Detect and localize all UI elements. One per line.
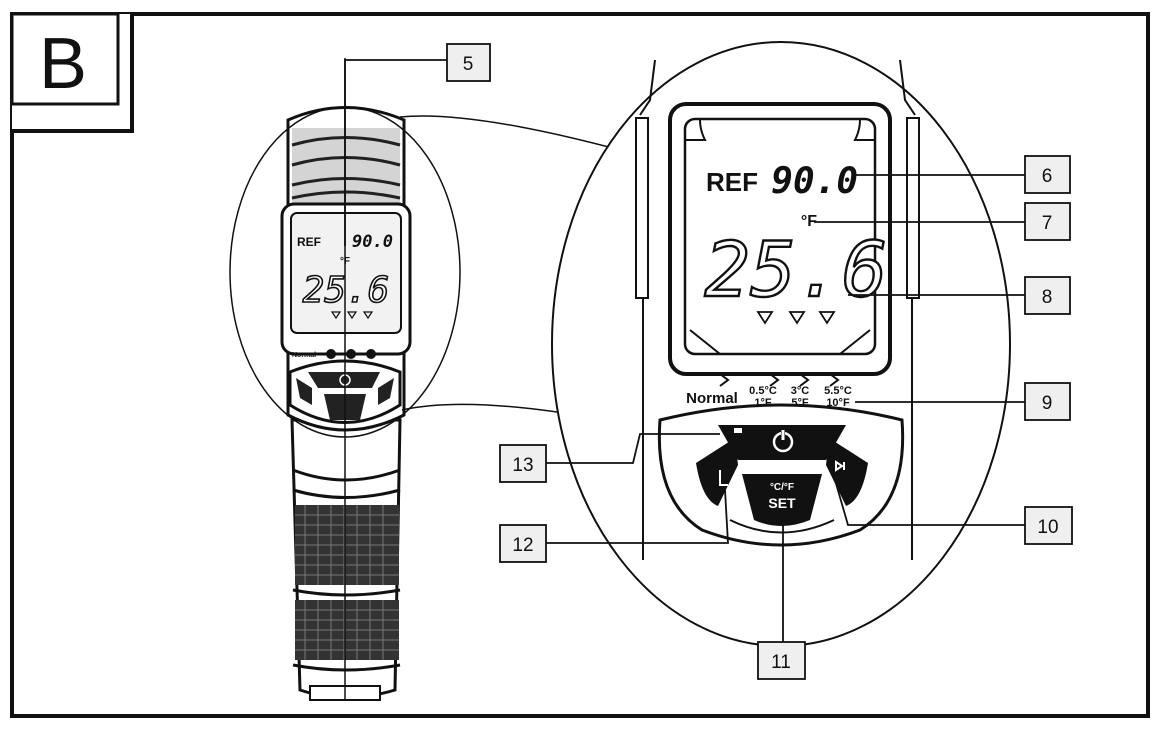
- set-label: SET: [768, 495, 796, 511]
- small-mode-labels: Normal: [292, 349, 376, 359]
- svg-text:9: 9: [1042, 393, 1053, 414]
- unit-indicator: °F: [801, 213, 817, 230]
- mode-normal: Normal: [686, 390, 738, 407]
- small-ref-value: 90.0: [352, 232, 393, 252]
- small-reading: 25.6: [303, 270, 390, 311]
- svg-text:6: 6: [1042, 166, 1053, 187]
- mode-3-celsius: 5.5°C: [824, 385, 852, 397]
- callout-boxes: 5 6 7 8 9 10 11 12: [446, 43, 1073, 680]
- mode-3-fahrenheit: 10°F: [826, 397, 850, 409]
- thermometer-body: REF 90.0 °F 25.6 Normal: [280, 58, 412, 701]
- callout-6: 6: [1024, 155, 1071, 194]
- small-ref-label: REF: [297, 235, 321, 249]
- svg-text:10: 10: [1037, 517, 1058, 538]
- callout-13: 13: [499, 444, 547, 483]
- laser-icon: [719, 470, 728, 486]
- ref-value: 90.0: [771, 161, 858, 202]
- small-mode-indicators: [330, 311, 374, 320]
- small-mode-normal: Normal: [292, 352, 316, 359]
- svg-text:7: 7: [1042, 213, 1053, 234]
- small-power-button[interactable]: [308, 372, 380, 388]
- callout-8: 8: [1024, 276, 1071, 315]
- callout-7: 7: [1024, 202, 1071, 241]
- outer-frame: [10, 12, 1150, 718]
- callout-5: 5: [446, 43, 491, 82]
- panel-label: B: [39, 24, 87, 104]
- unit-set-button[interactable]: [742, 474, 822, 526]
- svg-text:8: 8: [1042, 287, 1053, 308]
- mode-2-celsius: 3°C: [791, 385, 810, 397]
- unit-toggle-label: °C/°F: [770, 482, 794, 493]
- laser-button[interactable]: [696, 438, 738, 506]
- panel-label-box: [10, 12, 120, 106]
- panel-label-frame: [12, 14, 134, 133]
- backlight-icon: [734, 428, 742, 433]
- mode-1-celsius: 0.5°C: [749, 385, 777, 397]
- callout-12: 12: [499, 524, 547, 563]
- temperature-reading: 25.6: [704, 225, 887, 314]
- svg-text:12: 12: [512, 535, 533, 556]
- callout-10: 10: [1024, 506, 1073, 545]
- small-left-button[interactable]: [296, 378, 312, 405]
- small-lcd-screen: [290, 212, 402, 334]
- callout-11: 11: [757, 641, 806, 680]
- grip-texture: [292, 468, 401, 701]
- svg-text:11: 11: [771, 652, 791, 673]
- svg-text:13: 13: [512, 455, 533, 476]
- zoomed-view: REF 90.0 °F 25.6 Normal 0.5°C 1°F 3°C 5°…: [551, 41, 1011, 647]
- svg-text:5: 5: [463, 54, 474, 75]
- callout-9: 9: [1024, 382, 1071, 421]
- mode-indicators: [756, 311, 836, 325]
- zoom-connector-top: [399, 115, 621, 151]
- leader-lines: [344, 59, 1025, 642]
- ref-label: REF: [706, 167, 758, 197]
- power-button[interactable]: [718, 425, 846, 460]
- hold-button[interactable]: [826, 438, 868, 506]
- hold-icon: [835, 460, 845, 472]
- small-right-button[interactable]: [378, 378, 394, 405]
